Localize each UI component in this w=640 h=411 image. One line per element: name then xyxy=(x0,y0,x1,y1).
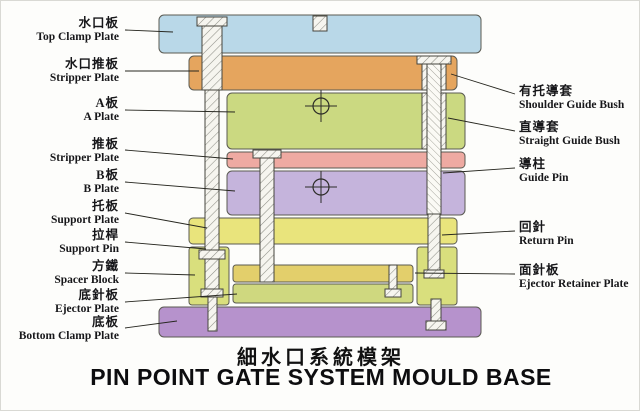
leader-line xyxy=(124,109,236,113)
label-cn: 方鐵 xyxy=(91,259,119,273)
label-cn: 導柱 xyxy=(519,157,547,171)
label-en: Return Pin xyxy=(519,235,574,247)
label-spacer-block: 方鐵 Spacer Block xyxy=(54,259,119,287)
label-cn: 水口板 xyxy=(78,16,119,30)
label-en: Guide Pin xyxy=(519,172,569,184)
leader-lines xyxy=(124,29,516,329)
label-cn: 有托導套 xyxy=(519,84,574,98)
label-cn: 推板 xyxy=(91,137,119,151)
figure-title-english: PIN POINT GATE SYSTEM MOULD BASE xyxy=(90,364,552,390)
top-clamp-plate xyxy=(158,14,482,54)
sprue-puller-pin xyxy=(312,15,328,32)
label-en: Ejector Plate xyxy=(55,303,119,315)
stripper-plate xyxy=(226,151,466,169)
label-stripper-plate: 推板 Stripper Plate xyxy=(50,137,119,165)
label-cn: 回針 xyxy=(519,220,547,234)
return-pin xyxy=(423,213,445,279)
label-ejector-retainer-plate: 面針板 Ejector Retainer Plate xyxy=(519,263,628,291)
center-pin-flange xyxy=(252,149,282,159)
label-support-plate: 托板 Support Plate xyxy=(51,199,119,227)
label-en: Shoulder Guide Bush xyxy=(519,99,625,111)
support-pin-head xyxy=(196,16,228,27)
label-en: Support Plate xyxy=(50,214,119,226)
label-ejector-plate: 底針板 Ejector Plate xyxy=(55,288,119,316)
ejector-retainer-plate xyxy=(232,264,414,283)
shoulder-guide-bush-flange xyxy=(416,55,452,65)
return-pin-shaft xyxy=(427,213,441,272)
label-cn: 托板 xyxy=(91,199,119,213)
leader-line xyxy=(414,272,516,275)
label-en: Spacer Block xyxy=(54,274,119,286)
leader-line xyxy=(124,293,238,303)
leader-line xyxy=(442,167,516,174)
ejector-pin-head xyxy=(384,288,402,298)
support-pin-shaft xyxy=(204,89,220,251)
label-runner-stripper-plate: 水口推板 Stripper Plate xyxy=(50,57,119,85)
label-b-plate: B板 B Plate xyxy=(84,168,119,196)
leader-line xyxy=(124,272,196,276)
support-pin-collar xyxy=(198,249,226,260)
leader-line xyxy=(441,230,516,236)
label-cn: 直導套 xyxy=(519,120,560,134)
leader-line xyxy=(124,181,236,192)
leader-line xyxy=(450,73,516,95)
label-top-clamp-plate: 水口板 Top Clamp Plate xyxy=(36,16,119,44)
label-return-pin: 回針 Return Pin xyxy=(519,220,574,248)
label-en: B Plate xyxy=(83,183,119,195)
support-pin-bush xyxy=(201,25,223,91)
ejector-plate xyxy=(232,283,414,304)
label-en: Ejector Retainer Plate xyxy=(519,278,629,290)
center-pin xyxy=(252,149,282,283)
support-pin-bolt xyxy=(207,296,218,332)
label-en: Stripper Plate xyxy=(49,152,119,164)
label-straight-guide-bush: 直導套 Straight Guide Bush xyxy=(519,120,620,148)
leader-line xyxy=(124,29,174,33)
plates xyxy=(158,14,482,338)
label-cn: 拉桿 xyxy=(91,228,119,242)
leader-line xyxy=(447,117,516,132)
label-en: Bottom Clamp Plate xyxy=(18,330,119,342)
b-plate xyxy=(226,170,466,216)
label-bottom-clamp-plate: 底板 Bottom Clamp Plate xyxy=(19,315,119,343)
return-pin-head xyxy=(423,269,445,279)
label-en: Stripper Plate xyxy=(49,72,119,84)
center-marks xyxy=(305,90,337,203)
support-pin xyxy=(196,16,228,332)
label-guide-pin: 導柱 Guide Pin xyxy=(519,157,569,185)
label-shoulder-guide-bush: 有托導套 Shoulder Guide Bush xyxy=(519,84,624,112)
bottom-clamp-plate xyxy=(158,306,482,338)
label-cn: 水口推板 xyxy=(64,57,119,71)
bottom-bolt-head xyxy=(425,320,447,331)
label-cn: 面針板 xyxy=(519,263,560,277)
support-plate xyxy=(188,217,458,245)
runner-stripper-plate xyxy=(188,55,458,91)
leader-line xyxy=(124,149,234,160)
ejector-pin xyxy=(384,264,402,298)
figure-title-chinese: 細水口系統模架 xyxy=(237,347,405,369)
leader-line xyxy=(124,320,178,329)
pins xyxy=(196,15,452,332)
label-a-plate: A板 A Plate xyxy=(84,96,119,124)
bottom-bolt xyxy=(425,298,447,331)
leader-line xyxy=(124,212,208,229)
label-cn: A板 xyxy=(95,96,119,110)
label-cn: 底針板 xyxy=(78,288,119,302)
support-pin-lower xyxy=(204,258,220,290)
label-en: Top Clamp Plate xyxy=(36,31,119,43)
bottom-bolt-shaft xyxy=(430,298,442,324)
label-support-pin: 拉桿 Support Pin xyxy=(59,228,119,256)
label-en: A Plate xyxy=(83,111,119,123)
center-pin-shaft xyxy=(259,157,275,283)
ejector-pin-shaft xyxy=(388,264,398,292)
label-cn: B板 xyxy=(96,168,119,182)
label-cn: 底板 xyxy=(91,315,119,329)
leader-line xyxy=(124,241,207,250)
label-en: Support Pin xyxy=(59,243,119,255)
guide-pin xyxy=(426,63,442,215)
label-en: Straight Guide Bush xyxy=(519,135,620,147)
